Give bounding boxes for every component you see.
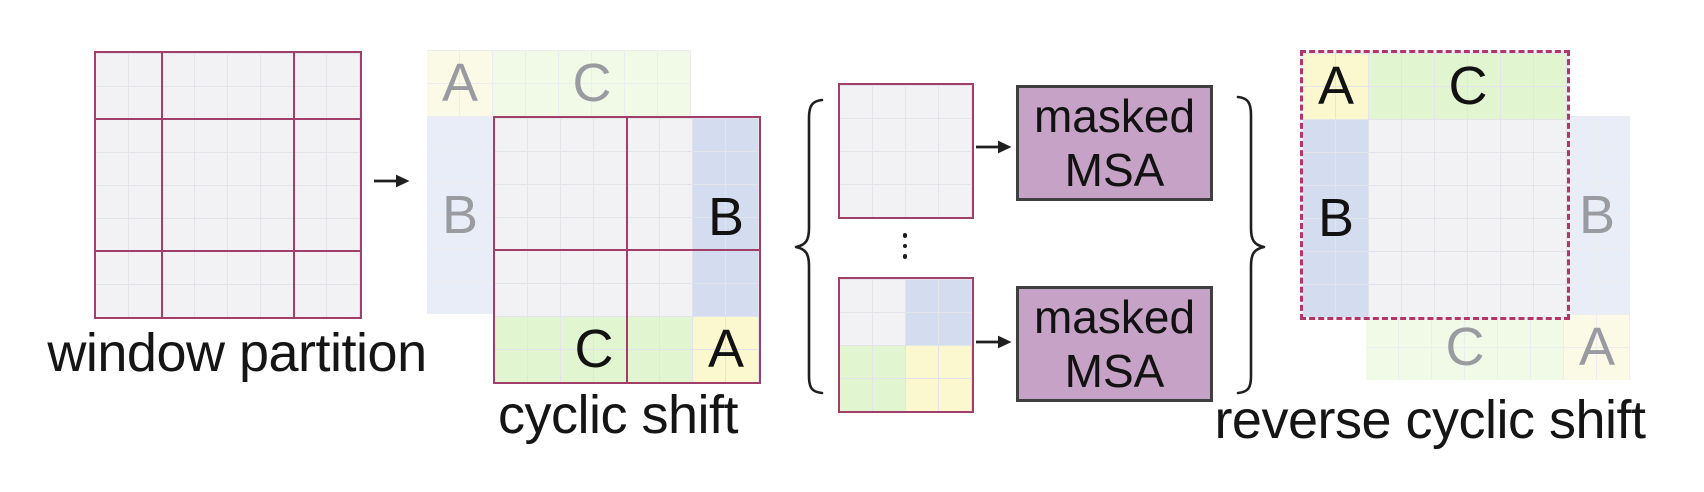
reverse-cyclic-shift-label: reverse cyclic shift [1214, 390, 1646, 450]
region-letter-C-ghost: C [572, 53, 612, 113]
msa-arrow-bottom-icon [976, 335, 1012, 349]
masked-msa-bottom-line1: masked [1033, 291, 1196, 343]
window-partition-line [96, 249, 360, 253]
cyclic-shift-shifted-grid: B C A [493, 116, 761, 384]
left-brace-icon [794, 98, 824, 395]
window-partition-label: window partition [47, 323, 427, 383]
region-letter-A-ghost: A [1578, 317, 1616, 377]
cyclic-shift-label: cyclic shift [497, 385, 739, 445]
reverse-shift-restored-grid: A C B [1300, 50, 1570, 320]
batch-window-plain-grid [838, 83, 974, 219]
window-partition-grid [94, 51, 362, 319]
window-partition-line [495, 248, 759, 252]
masked-msa-top-line2: MSA [1064, 144, 1165, 196]
cell-gridlines [96, 53, 360, 317]
masked-msa-box-bottom: masked MSA [1016, 286, 1213, 402]
region-letter-A: A [1317, 56, 1355, 116]
window-partition-line [160, 53, 164, 317]
batch-window-mixed-grid [838, 277, 974, 413]
right-brace-icon [1236, 95, 1266, 395]
region-letter-C: C [1448, 56, 1488, 116]
masked-msa-top-line1: masked [1033, 90, 1196, 142]
vertical-ellipsis-icon [902, 233, 908, 259]
region-letter-C-ghost: C [1445, 317, 1485, 377]
cell-gridlines [840, 85, 972, 217]
window-partition-line [292, 53, 296, 317]
region-letter-B-ghost: B [1578, 185, 1616, 245]
region-letter-C: C [574, 319, 614, 379]
cell-gridlines [840, 279, 972, 411]
region-letter-A-ghost: A [441, 53, 479, 113]
region-letter-A: A [707, 319, 745, 379]
region-letter-B: B [707, 187, 745, 247]
masked-msa-bottom-line2: MSA [1064, 345, 1165, 397]
cell-gridlines [1303, 53, 1567, 317]
masked-msa-box-top: masked MSA [1016, 85, 1213, 201]
region-letter-B-ghost: B [441, 185, 479, 245]
shift-arrow-icon [374, 174, 410, 188]
window-partition-line [96, 117, 360, 121]
msa-arrow-top-icon [976, 140, 1012, 154]
region-letter-B: B [1317, 188, 1355, 248]
